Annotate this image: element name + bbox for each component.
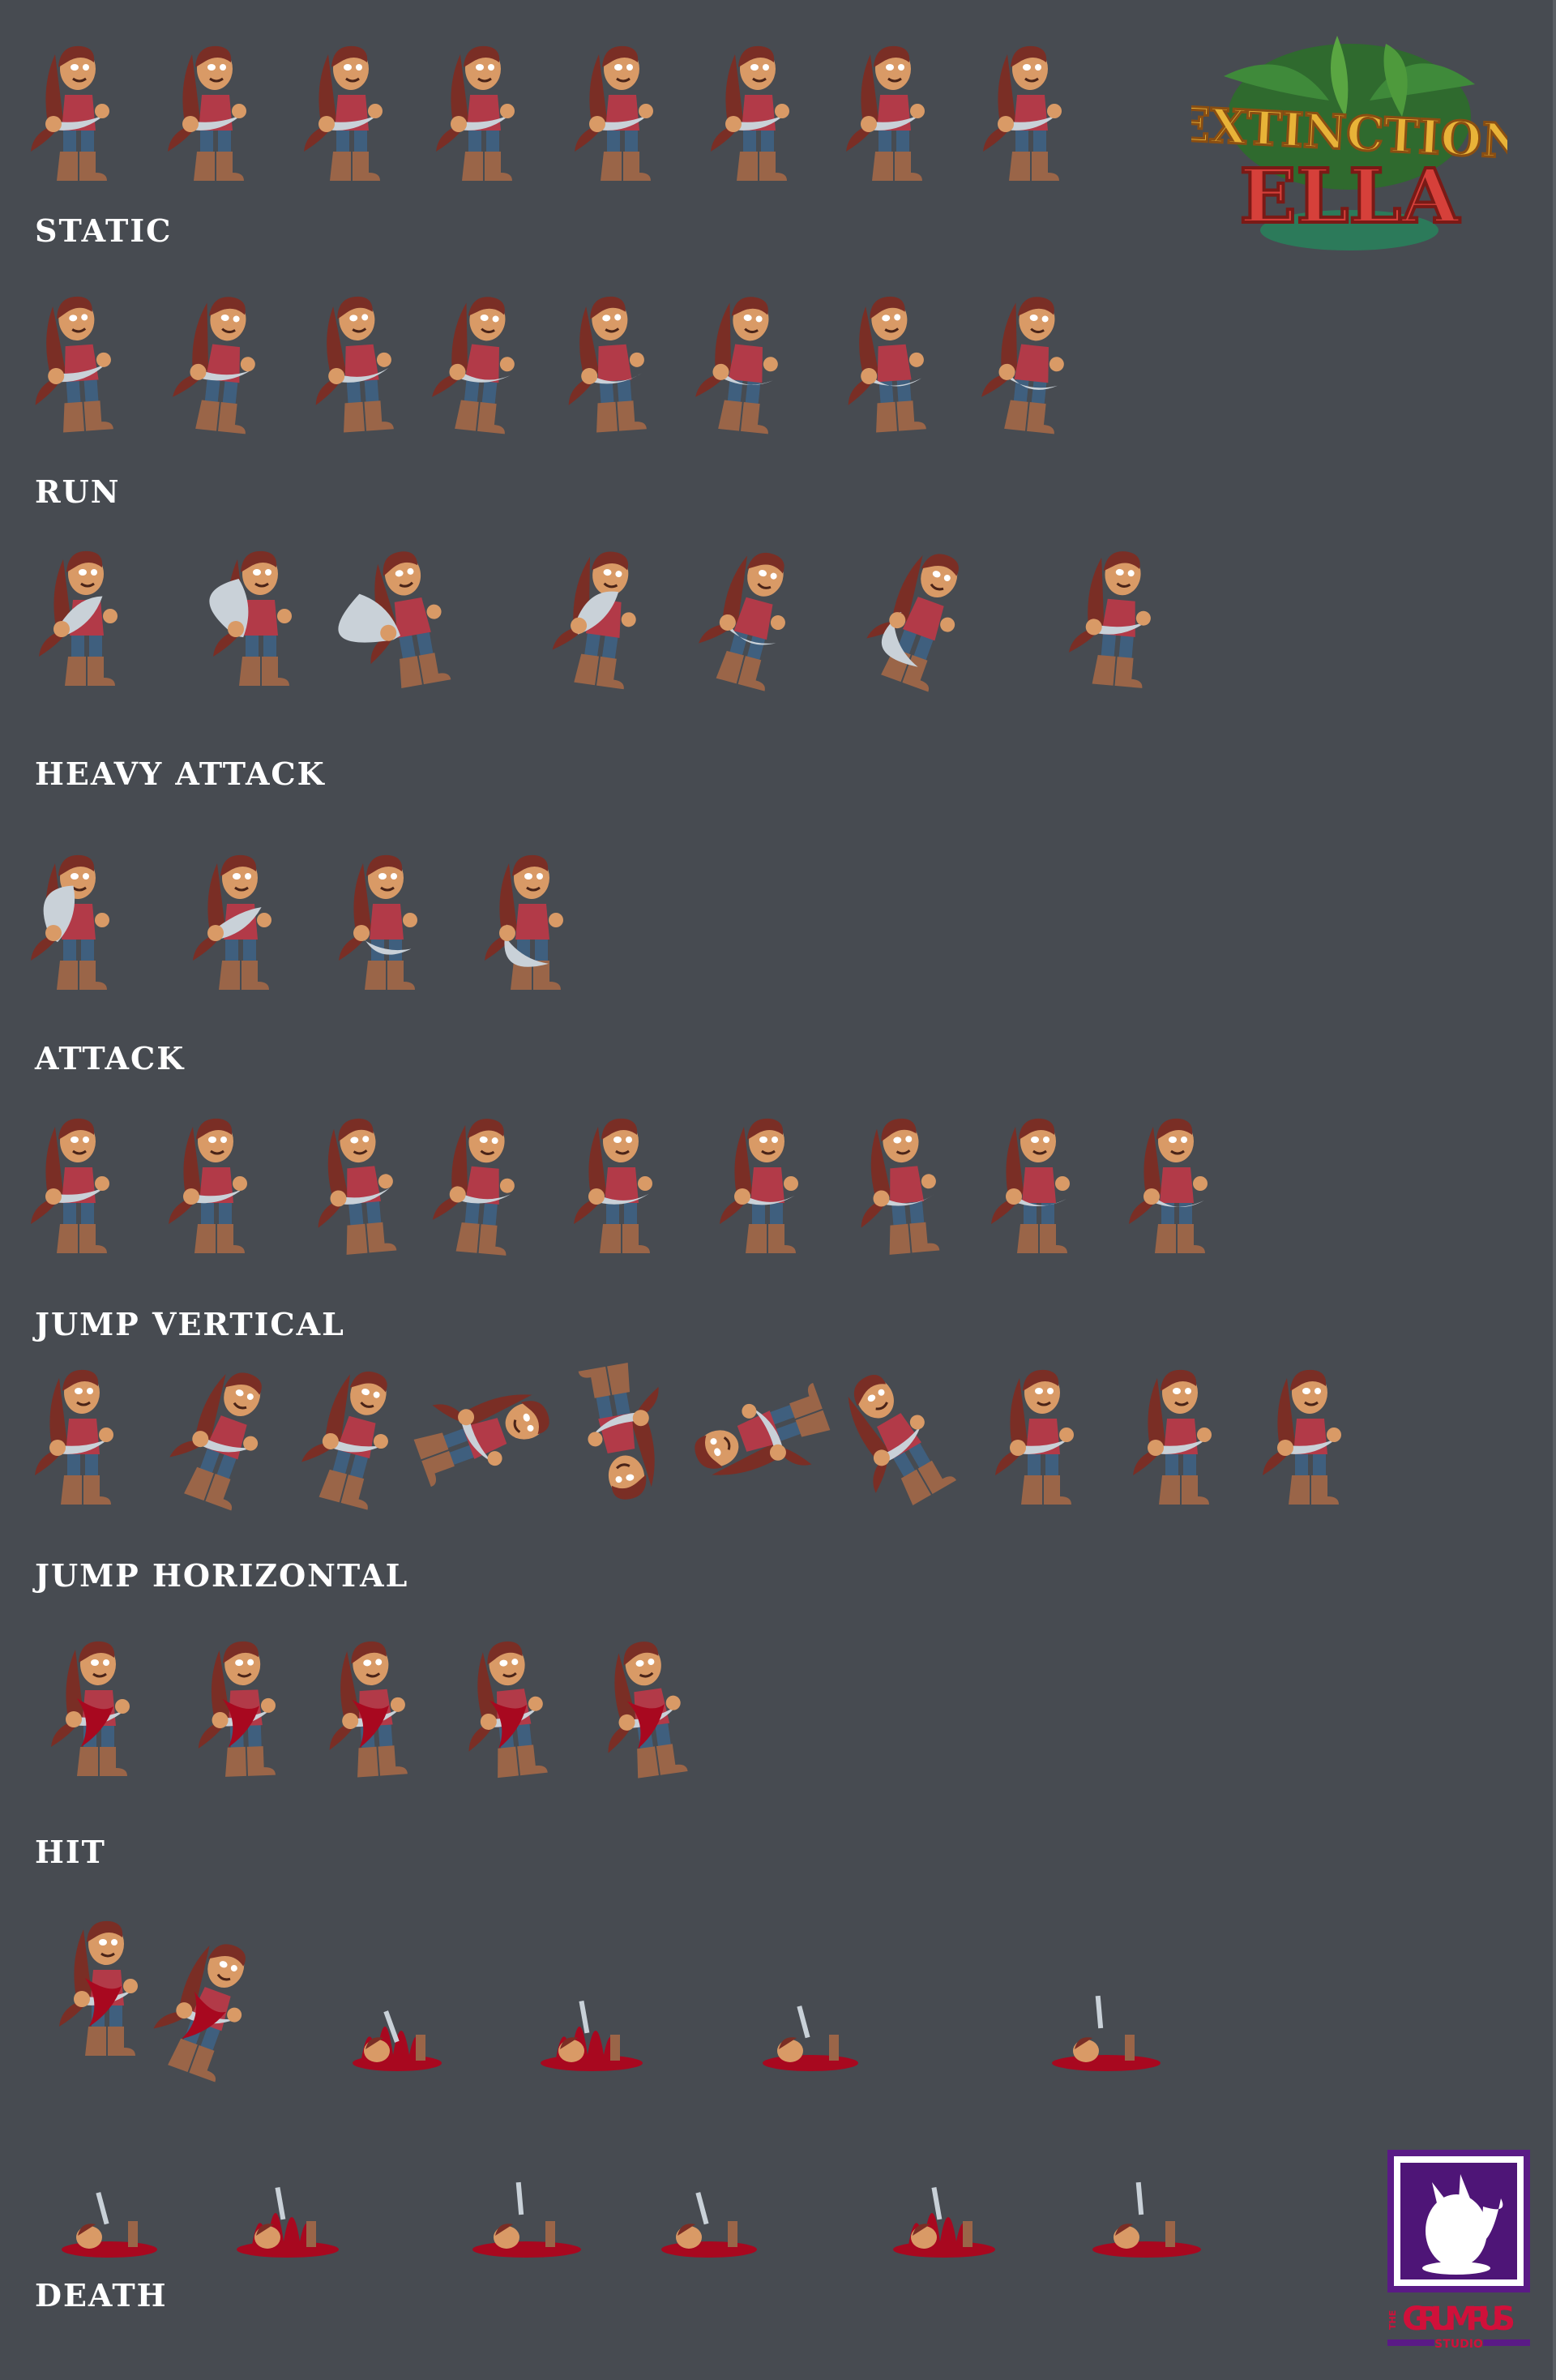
sprite-death-frame-4 <box>539 1913 644 2075</box>
sprite-attack-frame-4 <box>478 839 584 1001</box>
right-edge-strip <box>1553 0 1556 2380</box>
sprite-jump-horizontal-frame-7 <box>843 1354 957 1516</box>
sprite-jump-vertical-frame-2 <box>162 1102 267 1265</box>
logo-line2: ELLA <box>1240 152 1460 240</box>
sprite-death-frame-12 <box>1092 2100 1201 2262</box>
sprite-heavy-attack-frame-2 <box>207 535 312 697</box>
sprite-attack-frame-3 <box>332 839 438 1001</box>
sprite-static-frame-6 <box>704 30 810 192</box>
sprite-jump-horizontal-frame-2 <box>169 1354 280 1516</box>
sprite-run-frame-3 <box>306 280 412 443</box>
sprite-death-frame-7 <box>57 2100 162 2262</box>
sprite-hit-frame-3 <box>320 1625 425 1787</box>
studio-prefix: THE <box>1387 2310 1398 2330</box>
sprite-hit-frame-1 <box>45 1625 150 1787</box>
sprite-run-frame-6 <box>693 280 798 443</box>
label-attack: ATTACK <box>35 1040 186 1077</box>
sprite-run-frame-8 <box>979 280 1084 443</box>
sprite-heavy-attack-frame-3 <box>338 535 462 697</box>
sprite-death-frame-8 <box>235 2100 340 2262</box>
extinction-ella-logo: EXTINCTION ELLA <box>1172 28 1527 255</box>
sprite-jump-horizontal-frame-6 <box>695 1354 831 1516</box>
sprite-death-frame-5 <box>758 1913 863 2075</box>
sprite-static-frame-8 <box>977 30 1082 192</box>
sprite-static-frame-2 <box>161 30 267 192</box>
label-jump-horizontal: JUMP HORIZONTAL <box>35 1557 409 1594</box>
sprite-static-frame-1 <box>24 30 130 192</box>
sprite-run-frame-4 <box>430 280 535 443</box>
label-death: DEATH <box>35 2277 168 2314</box>
sprite-heavy-attack-frame-5 <box>699 535 806 697</box>
sprite-death-frame-1 <box>53 1905 158 2067</box>
sprite-death-frame-9 <box>472 2100 581 2262</box>
sprite-heavy-attack-frame-4 <box>551 535 656 697</box>
sprite-jump-horizontal-frame-8 <box>989 1354 1094 1516</box>
sprite-jump-vertical-frame-3 <box>308 1102 413 1265</box>
sprite-jump-horizontal-frame-3 <box>301 1354 409 1516</box>
sprite-death-frame-10 <box>656 2100 762 2262</box>
sprite-hit-frame-2 <box>190 1625 296 1787</box>
sprite-jump-vertical-frame-8 <box>985 1102 1090 1265</box>
sprite-attack-frame-1 <box>24 839 130 1001</box>
sprite-static-frame-4 <box>430 30 535 192</box>
sprite-run-frame-5 <box>559 280 665 443</box>
sprite-death-frame-11 <box>891 2100 997 2262</box>
label-run: RUN <box>35 473 121 510</box>
sprite-hit-frame-5 <box>596 1625 701 1787</box>
label-heavy-attack: HEAVY ATTACK <box>35 756 326 792</box>
sprite-run-frame-2 <box>170 280 276 443</box>
grumpus-studio-logo: GRUMPUS THE STUDIO <box>1387 2150 1530 2356</box>
sprite-jump-horizontal-frame-5 <box>567 1354 673 1516</box>
sprite-jump-vertical-frame-6 <box>713 1102 819 1265</box>
sprite-static-frame-5 <box>568 30 673 192</box>
sprite-jump-horizontal-frame-1 <box>28 1354 134 1516</box>
sprite-jump-vertical-frame-5 <box>567 1102 673 1265</box>
sprite-jump-horizontal-frame-4 <box>413 1354 549 1516</box>
sprite-jump-horizontal-frame-9 <box>1126 1354 1232 1516</box>
sprite-attack-frame-2 <box>186 839 292 1001</box>
sprite-heavy-attack-frame-7 <box>1066 535 1171 697</box>
grumpus-monster-icon <box>1422 2174 1503 2275</box>
sprite-death-frame-3 <box>344 1913 450 2075</box>
studio-suffix: STUDIO <box>1434 2338 1483 2351</box>
label-static: STATIC <box>35 212 173 249</box>
sprite-jump-vertical-frame-1 <box>24 1102 130 1265</box>
sprite-death-frame-6 <box>1052 1913 1161 2075</box>
sprite-jump-vertical-frame-9 <box>1122 1102 1228 1265</box>
label-hit: HIT <box>35 1834 106 1870</box>
sprite-death-frame-2 <box>153 1925 263 2087</box>
sprite-heavy-attack-frame-6 <box>866 535 977 697</box>
sprite-hit-frame-4 <box>458 1625 563 1787</box>
sprite-run-frame-7 <box>839 280 944 443</box>
sprite-static-frame-3 <box>297 30 403 192</box>
sprite-jump-vertical-frame-4 <box>430 1102 535 1265</box>
sprite-jump-horizontal-frame-10 <box>1256 1354 1362 1516</box>
sprite-heavy-attack-frame-1 <box>32 535 138 697</box>
label-jump-vertical: JUMP VERTICAL <box>35 1306 345 1342</box>
sprite-static-frame-7 <box>840 30 945 192</box>
sprite-jump-vertical-frame-7 <box>851 1102 956 1265</box>
studio-name: GRUMPUS <box>1402 2301 1515 2338</box>
sprite-run-frame-1 <box>26 280 131 443</box>
